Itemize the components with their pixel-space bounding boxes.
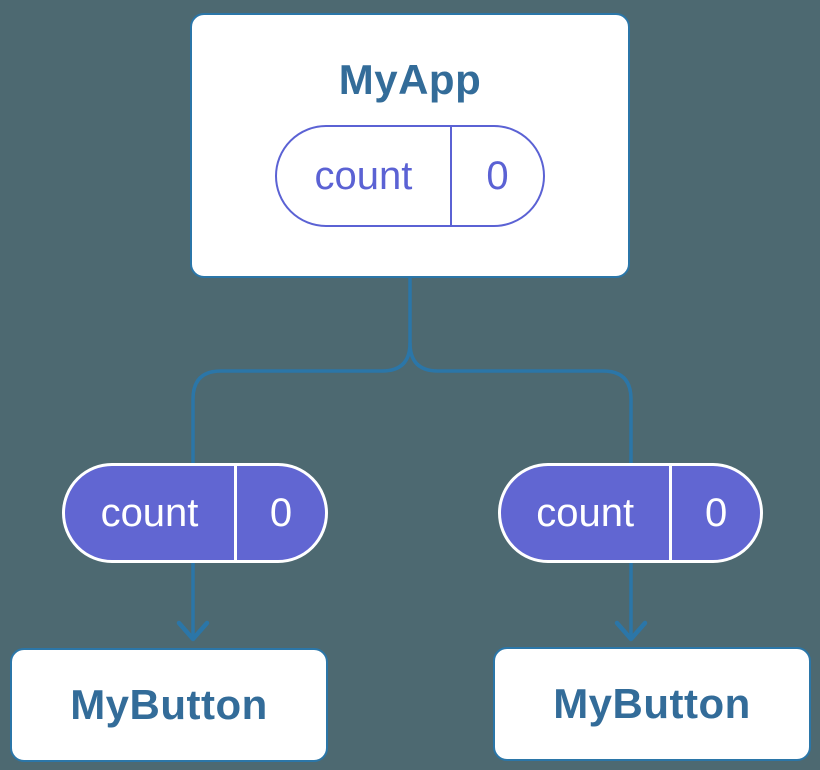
child-right-component-box: MyButton	[493, 647, 811, 761]
root-state-name: count	[277, 127, 452, 226]
branch-line-right	[408, 342, 633, 637]
arrow-down-left-icon	[176, 620, 210, 642]
child-right-component-title: MyButton	[553, 679, 751, 727]
child-right-state-name: count	[501, 466, 673, 560]
child-left-component-box: MyButton	[10, 648, 328, 762]
child-right-state-value: 0	[705, 491, 728, 535]
child-left-state-value: 0	[269, 491, 293, 535]
root-state-pill: count 0	[275, 125, 545, 228]
root-component-box: MyApp count 0	[190, 13, 630, 278]
child-right-state-pill: count 0	[498, 463, 763, 563]
branch-line-left	[191, 278, 412, 637]
child-left-state-pill: count 0	[62, 463, 328, 563]
arrow-down-right-icon	[614, 620, 648, 642]
root-component-title: MyApp	[338, 56, 482, 103]
child-left-component-title: MyButton	[70, 680, 268, 728]
child-left-state-name: count	[65, 466, 237, 560]
root-state-value: 0	[486, 154, 509, 199]
